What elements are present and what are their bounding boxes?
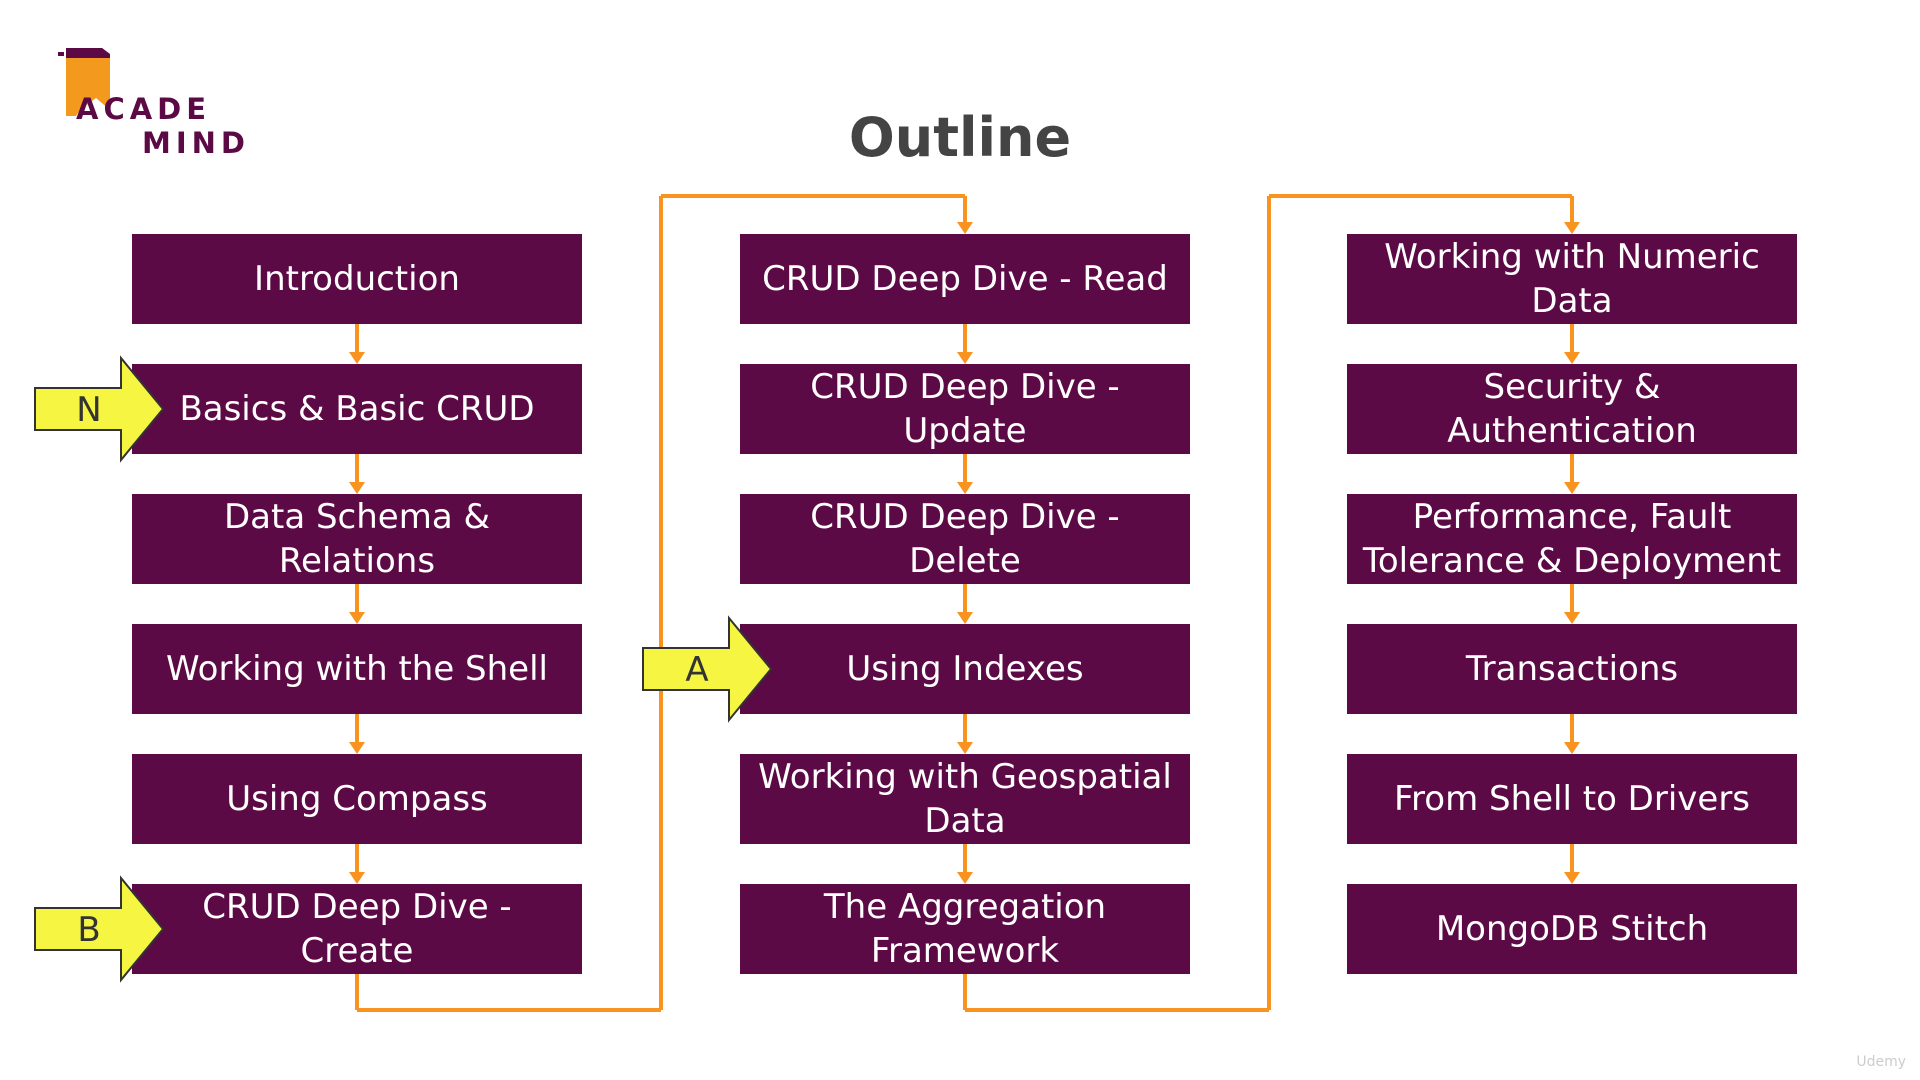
arrow-down-icon xyxy=(349,742,365,754)
arrow-down-icon xyxy=(1564,222,1580,234)
topic-transactions: Transactions xyxy=(1347,624,1797,714)
marker-a-label: A xyxy=(685,650,709,690)
arrow-down-icon xyxy=(1564,482,1580,494)
arrow-down-icon xyxy=(957,742,973,754)
topic-crud-read: CRUD Deep Dive - Read xyxy=(740,234,1190,324)
marker-n-arrow: N xyxy=(33,354,168,464)
arrow-down-icon xyxy=(1564,352,1580,364)
logo-bookmark-icon xyxy=(58,48,110,116)
arrow-down-icon xyxy=(1564,872,1580,884)
topic-data-schema: Data Schema & Relations xyxy=(132,494,582,584)
topic-security: Security & Authentication xyxy=(1347,364,1797,454)
marker-b-label: B xyxy=(77,910,101,950)
logo-text-line1: ACADE xyxy=(76,92,212,126)
arrow-right-icon xyxy=(34,355,165,463)
arrow-right-icon xyxy=(642,615,773,723)
arrow-down-icon xyxy=(957,222,973,234)
arrow-down-icon xyxy=(1564,742,1580,754)
topic-using-indexes: Using Indexes xyxy=(740,624,1190,714)
marker-n-label: N xyxy=(76,390,102,430)
arrow-down-icon xyxy=(349,482,365,494)
udemy-watermark: Udemy xyxy=(1856,1054,1906,1070)
logo-text-line2: MIND xyxy=(142,126,250,160)
topic-introduction: Introduction xyxy=(132,234,582,324)
arrow-down-icon xyxy=(349,872,365,884)
marker-a-arrow: A xyxy=(641,614,776,724)
topic-crud-update: CRUD Deep Dive - Update xyxy=(740,364,1190,454)
topic-mongodb-stitch: MongoDB Stitch xyxy=(1347,884,1797,974)
topic-numeric-data: Working with Numeric Data xyxy=(1347,234,1797,324)
page-title: Outline xyxy=(848,106,1072,169)
arrow-down-icon xyxy=(349,612,365,624)
topic-working-shell: Working with the Shell xyxy=(132,624,582,714)
topic-aggregation: The Aggregation Framework xyxy=(740,884,1190,974)
topic-crud-create: CRUD Deep Dive - Create xyxy=(132,884,582,974)
arrow-down-icon xyxy=(349,352,365,364)
arrow-down-icon xyxy=(957,482,973,494)
arrow-down-icon xyxy=(957,612,973,624)
marker-b-arrow: B xyxy=(33,874,168,984)
topic-performance: Performance, Fault Tolerance & Deploymen… xyxy=(1347,494,1797,584)
topic-crud-delete: CRUD Deep Dive - Delete xyxy=(740,494,1190,584)
arrow-down-icon xyxy=(1564,612,1580,624)
topic-shell-drivers: From Shell to Drivers xyxy=(1347,754,1797,844)
arrow-down-icon xyxy=(957,352,973,364)
topic-using-compass: Using Compass xyxy=(132,754,582,844)
topic-basics-crud: Basics & Basic CRUD xyxy=(132,364,582,454)
academind-logo: ACADE MIND xyxy=(52,46,262,161)
arrow-right-icon xyxy=(34,875,165,983)
arrow-down-icon xyxy=(957,872,973,884)
topic-geospatial: Working with Geospatial Data xyxy=(740,754,1190,844)
